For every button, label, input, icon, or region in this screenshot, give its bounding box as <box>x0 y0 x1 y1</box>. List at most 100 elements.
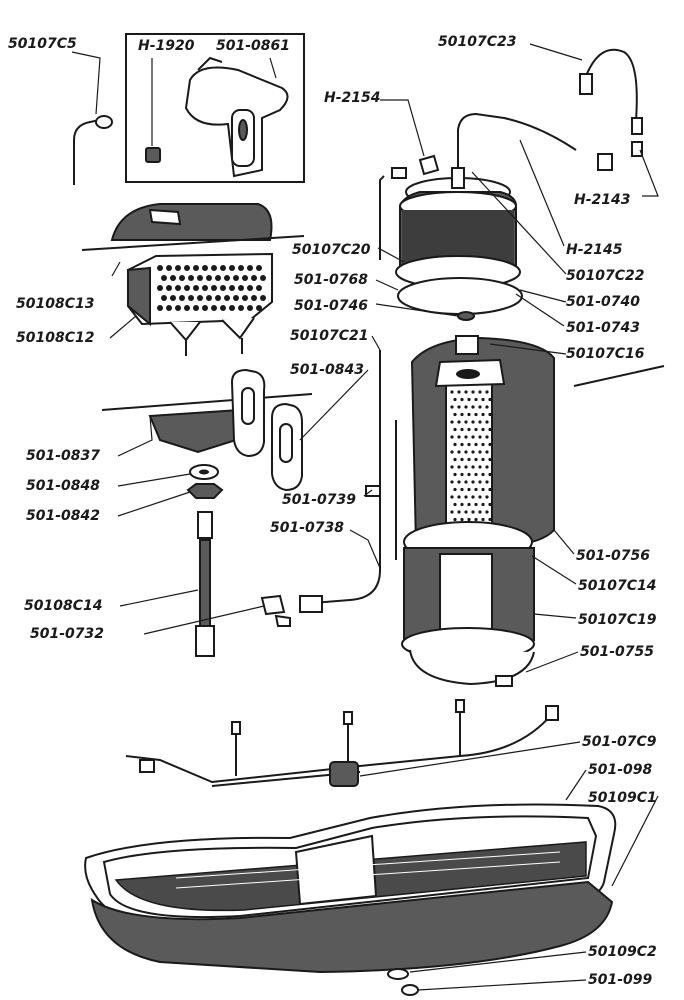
perforation <box>488 397 492 402</box>
nut-501-0842 <box>186 483 224 499</box>
label-h-2145: H-2145 <box>566 242 623 258</box>
inset-detail-box <box>125 33 305 183</box>
label-50109c2: 50109C2 <box>588 944 657 960</box>
perforation <box>485 450 489 454</box>
label-501-0740: 501-0740 <box>566 294 640 310</box>
perforation <box>481 457 485 462</box>
breather-hole <box>193 265 199 271</box>
breather-hole <box>184 285 190 291</box>
breather-hole <box>256 265 262 271</box>
perforation <box>478 465 482 469</box>
perforation <box>474 487 478 492</box>
perforation <box>450 405 454 409</box>
label-501-0842: 501-0842 <box>26 508 100 524</box>
breather-hole <box>184 305 190 311</box>
perforation <box>453 502 457 507</box>
breather-hole <box>256 285 262 291</box>
perforation <box>460 412 464 417</box>
perforation <box>488 442 492 447</box>
label-501-0738: 501-0738 <box>270 520 344 536</box>
label-h-1920: H-1920 <box>138 38 195 54</box>
perforation <box>478 420 482 424</box>
filter-element-501-0756 <box>410 335 555 550</box>
perforation <box>464 480 468 484</box>
part-labels: 50107C5 H-1920 501-0861 50107C23 H-2154 … <box>8 34 657 988</box>
perforation <box>450 450 454 454</box>
perforation <box>457 510 461 514</box>
perforation <box>453 427 457 432</box>
perforation <box>471 450 475 454</box>
perforation <box>453 472 457 477</box>
label-501-099: 501-099 <box>588 972 653 988</box>
label-501-0755: 501-0755 <box>580 644 654 660</box>
perforation <box>471 465 475 469</box>
label-501-0861: 501-0861 <box>216 38 290 54</box>
perforation <box>478 405 482 409</box>
perforation <box>464 435 468 439</box>
perforation <box>488 472 492 477</box>
perforation <box>450 495 454 499</box>
label-50108c12: 50108C12 <box>16 330 94 346</box>
breather-hole <box>247 305 253 311</box>
label-501-0756: 501-0756 <box>576 548 650 564</box>
perforation <box>453 442 457 447</box>
perforation <box>464 405 468 409</box>
breather-hole <box>260 295 266 301</box>
filter-shell-50107c19 <box>401 521 535 687</box>
perforation <box>478 390 482 394</box>
perforation <box>460 427 464 432</box>
perforation <box>457 435 461 439</box>
breather-hole <box>166 305 172 311</box>
perforation <box>488 412 492 417</box>
perforation <box>471 420 475 424</box>
breather-hole <box>206 275 212 281</box>
perforation <box>488 427 492 432</box>
fitting-50107c5 <box>73 115 113 185</box>
tube-501-0738 <box>260 350 397 627</box>
washer-50109c2 <box>387 968 409 980</box>
label-501-0732: 501-0732 <box>30 626 104 642</box>
label-50107c22: 50107C22 <box>566 268 644 284</box>
breather-hole <box>215 295 221 301</box>
perforation <box>488 517 492 522</box>
perforation <box>460 457 464 462</box>
perforation <box>488 487 492 492</box>
breather-hole <box>157 265 163 271</box>
perforation <box>481 427 485 432</box>
perforation <box>457 390 461 394</box>
breather-hole <box>179 275 185 281</box>
perforation <box>485 405 489 409</box>
perforation <box>481 517 485 522</box>
breather-hole <box>197 275 203 281</box>
label-501-0746: 501-0746 <box>294 298 368 314</box>
label-50108c13: 50108C13 <box>16 296 94 312</box>
breather-hole <box>229 265 235 271</box>
perforation <box>481 397 485 402</box>
perforation <box>450 465 454 469</box>
perforation <box>485 495 489 499</box>
breather-hole <box>179 295 185 301</box>
breather-hole <box>166 285 172 291</box>
breather-hole <box>202 305 208 311</box>
perforation <box>464 390 468 394</box>
distributor-pipe-501-07c9 <box>125 699 559 787</box>
breather-hole <box>238 265 244 271</box>
perforation <box>481 502 485 507</box>
label-501-0843: 501-0843 <box>290 362 364 378</box>
perforation <box>450 510 454 514</box>
breather-hole <box>251 295 257 301</box>
perforation <box>464 495 468 499</box>
breather-50108c12 <box>127 252 273 356</box>
perforation <box>467 427 471 432</box>
breather-hole <box>256 305 262 311</box>
perforation <box>457 495 461 499</box>
perforation <box>471 405 475 409</box>
perforation <box>467 412 471 417</box>
perforation <box>450 390 454 394</box>
breather-hole <box>260 275 266 281</box>
breather-hole <box>170 275 176 281</box>
breather-hole <box>184 265 190 271</box>
breather-hole <box>211 265 217 271</box>
breather-hole <box>161 275 167 281</box>
perforation <box>485 420 489 424</box>
